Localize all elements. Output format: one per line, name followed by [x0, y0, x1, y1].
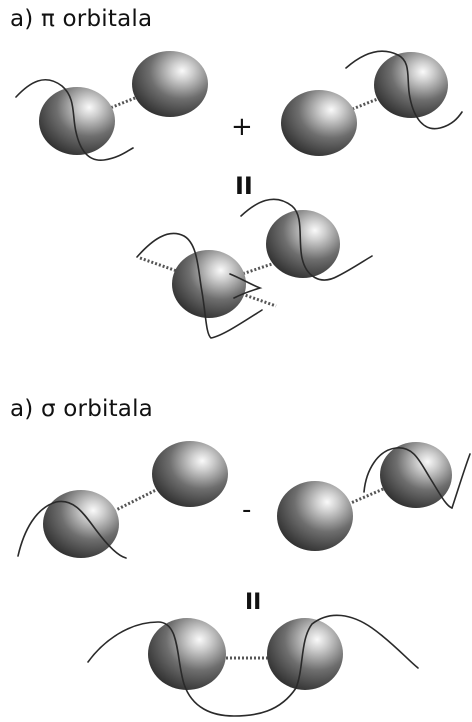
p-orbital-wave — [240, 198, 373, 281]
sigma-molecule-left — [17, 441, 228, 559]
atom-sphere — [266, 210, 340, 278]
bond-line — [95, 478, 177, 522]
s-orbital-wave — [17, 500, 127, 559]
pi-molecule-left — [15, 51, 208, 161]
p-orbital-wave — [345, 50, 463, 130]
pi-orbital-title: a) π orbitala — [10, 6, 153, 32]
atom-sphere — [172, 250, 246, 318]
atom-sphere — [43, 490, 119, 558]
atom-sphere — [39, 87, 115, 155]
p-orbital-wave — [15, 79, 134, 161]
pi-plus-operator: + — [231, 112, 253, 142]
sigma-orbital-title: a) σ orbitala — [10, 396, 153, 422]
atom-sphere — [374, 52, 448, 118]
sigma-molecule-right — [277, 442, 471, 551]
s-orbital-wave — [87, 614, 419, 717]
atom-sphere — [380, 442, 452, 508]
sigma-minus-operator: - — [242, 495, 252, 525]
orbital-lobe-tip — [229, 273, 263, 299]
atom-sphere — [148, 618, 226, 690]
atom-sphere — [132, 51, 208, 117]
atom-sphere — [152, 441, 228, 507]
atom-sphere — [281, 90, 357, 156]
sigma-equals-sign: II — [245, 590, 262, 615]
s-orbital-wave — [363, 447, 453, 509]
p-orbital-wave — [136, 232, 263, 339]
sigma-molecule-result — [87, 614, 419, 717]
pi-equals-sign: II — [235, 172, 253, 200]
pi-molecule-right — [281, 50, 463, 156]
atom-sphere — [277, 481, 353, 551]
s-orbital-wave-tail — [451, 453, 471, 509]
pi-molecule-result — [136, 198, 373, 339]
atom-sphere — [267, 618, 343, 690]
